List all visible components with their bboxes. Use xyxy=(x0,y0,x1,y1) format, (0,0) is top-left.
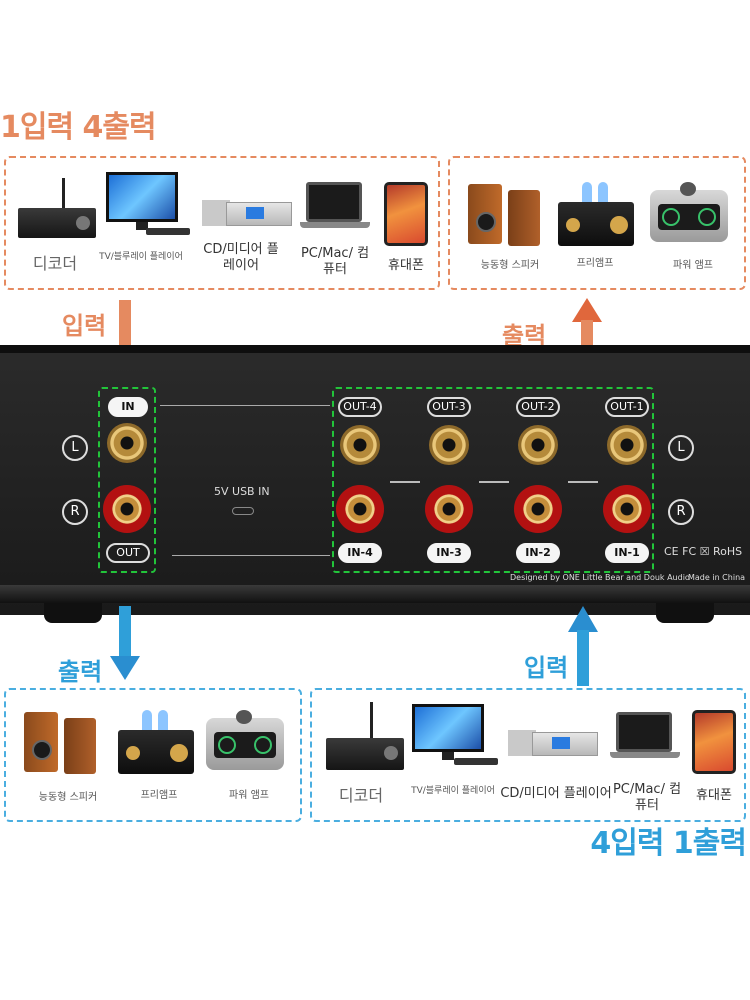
in-port-label: IN xyxy=(108,397,148,417)
device-label-cd: CD/미디어 플레이어 xyxy=(203,242,279,274)
in-port-label-3: IN-3 xyxy=(427,543,471,563)
bottom-input-sources-panel: 디코더 TV/블루레이 플레이어 CD/미디어 플레이어 PC/Mac/ 컴퓨터… xyxy=(310,688,746,822)
out-port-label-1: OUT-1 xyxy=(605,397,649,417)
out-left-jack-4[interactable] xyxy=(340,425,380,465)
device-label-preamp: 프리앰프 xyxy=(576,258,614,269)
decoder-image xyxy=(326,702,406,772)
designed-by-text: Designed by ONE Little Bear and Douk Aud… xyxy=(510,573,690,582)
in-port-label-1: IN-1 xyxy=(605,543,649,563)
bottom-input-arrow-label: 입력 xyxy=(524,654,569,682)
out-signal-line xyxy=(172,555,330,556)
made-in-text: Made in China xyxy=(688,573,746,582)
usb-power-label: 5V USB IN xyxy=(214,485,270,498)
cd-player-image xyxy=(508,730,600,760)
right-channel-marker-right: R xyxy=(668,499,694,525)
cd-player-image xyxy=(202,200,294,230)
device-label-speaker: 능동형 스피커 xyxy=(480,260,540,271)
device-label-pc: PC/Mac/ 컴퓨터 xyxy=(300,246,370,278)
top-input-arrow-label: 입력 xyxy=(62,312,107,340)
out-left-jack-3[interactable] xyxy=(429,425,469,465)
left-channel-marker-right: L xyxy=(668,435,694,461)
left-foot xyxy=(44,603,102,623)
out-right-jack-2[interactable] xyxy=(514,485,562,533)
out-left-jack-1[interactable] xyxy=(607,425,647,465)
device-label-speaker: 능동형 스피커 xyxy=(38,792,98,803)
out-port-label-2: OUT-2 xyxy=(516,397,560,417)
device-label-phone: 휴대폰 xyxy=(696,788,732,803)
device-label-decoder: 디코더 xyxy=(32,254,78,273)
bottom-input-arrow-up-icon xyxy=(568,606,598,686)
in-port-label-4: IN-4 xyxy=(338,543,382,563)
decoder-image xyxy=(18,178,98,238)
multi-port-group xyxy=(332,387,654,573)
laptop-image xyxy=(300,182,370,234)
device-label-preamp: 프리앰프 xyxy=(140,790,178,801)
usb-power-port[interactable] xyxy=(232,507,254,515)
preamp-image xyxy=(118,710,198,776)
phone-image xyxy=(384,182,428,246)
top-output-devices-panel: 능동형 스피커 프리앰프 파워 앰프 xyxy=(448,156,746,290)
bottom-output-arrow-label: 출력 xyxy=(58,658,103,686)
out-port-label-4: OUT-4 xyxy=(338,397,382,417)
out-left-jack-2[interactable] xyxy=(518,425,558,465)
out-right-jack-4[interactable] xyxy=(336,485,384,533)
in-right-jack[interactable] xyxy=(103,485,151,533)
power-amp-image xyxy=(650,180,730,250)
certification-marks: CE FC ☒ RoHS xyxy=(664,545,743,558)
device-label-tv: TV/블루레이 플레이어 xyxy=(99,252,183,262)
right-channel-marker: R xyxy=(62,499,88,525)
in-signal-line xyxy=(160,405,330,406)
title-four-in-one-out: 4입력 1출력 xyxy=(590,826,747,861)
channel-divider xyxy=(390,481,420,483)
device-label-tv: TV/블루레이 플레이어 xyxy=(411,786,495,796)
speaker-image xyxy=(24,712,104,776)
speaker-image xyxy=(468,184,548,248)
device-label-phone: 휴대폰 xyxy=(388,258,424,273)
device-label-decoder: 디코더 xyxy=(338,786,384,805)
left-channel-marker: L xyxy=(62,435,88,461)
in-left-jack[interactable] xyxy=(107,423,147,463)
bottom-output-devices-panel: 능동형 스피커 프리앰프 파워 앰프 xyxy=(4,688,302,822)
phone-image xyxy=(692,710,736,774)
single-port-group xyxy=(98,387,156,573)
top-input-sources-panel: 디코더 TV/블루레이 플레이어 CD/미디어 플레이어 PC/Mac/ 컴퓨터… xyxy=(4,156,440,290)
right-foot xyxy=(656,603,714,623)
preamp-image xyxy=(558,182,638,248)
device-label-cd: CD/미디어 플레이어 xyxy=(500,786,612,801)
audio-switcher-rear-panel: L R L R IN OUT 5V USB IN CE FC ☒ RoHS De… xyxy=(0,345,750,623)
out-port-label: OUT xyxy=(106,543,150,563)
device-label-power-amp: 파워 앰프 xyxy=(673,260,713,271)
tv-image xyxy=(106,172,192,236)
channel-divider xyxy=(568,481,598,483)
out-right-jack-1[interactable] xyxy=(603,485,651,533)
tv-image xyxy=(412,704,502,768)
power-amp-image xyxy=(206,708,286,778)
device-label-pc: PC/Mac/ 컴퓨터 xyxy=(612,782,682,814)
channel-divider xyxy=(479,481,509,483)
in-port-label-2: IN-2 xyxy=(516,543,560,563)
bottom-output-arrow-down-icon xyxy=(110,606,140,680)
out-port-label-3: OUT-3 xyxy=(427,397,471,417)
title-one-in-four-out: 1입력 4출력 xyxy=(0,110,157,145)
out-right-jack-3[interactable] xyxy=(425,485,473,533)
laptop-image xyxy=(610,712,680,764)
device-label-power-amp: 파워 앰프 xyxy=(229,790,269,801)
